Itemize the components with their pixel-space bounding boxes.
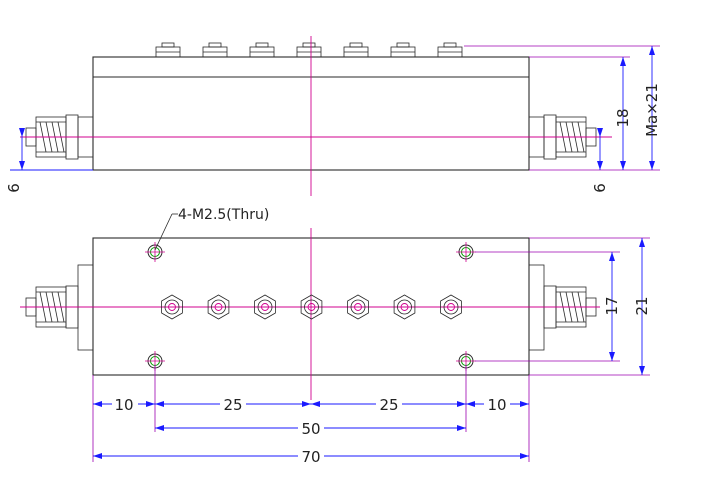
plan-tuning-screw [347,294,369,320]
plan-tuning-screw [300,294,323,320]
plan-tuning-screw [207,294,230,320]
side-tuning-screw [249,42,275,58]
dim-right-6: 6 [591,128,609,193]
dim-left-6-label: 6 [5,183,23,193]
plan-view-tuning-screws [161,294,462,320]
dim-10-right-label: 10 [487,396,506,414]
plan-tuning-screw [440,294,462,320]
side-tuning-screw [437,42,463,58]
dim-50-label: 50 [301,420,320,438]
mounting-holes [145,242,476,371]
dim-right-6-label: 6 [591,183,609,193]
dim-max21-label: Ma×21 [643,83,661,137]
plan-tuning-screw [161,294,183,320]
dim-21: 21 [633,238,651,375]
dim-max21: Ma×21 [643,46,661,170]
side-view: 6 6 18 Ma×21 [5,36,661,196]
dim-25-right-label: 25 [379,396,398,414]
mounting-hole [456,242,476,262]
plan-tuning-screw [393,294,416,320]
dim-row-1: 10 25 25 10 [93,396,529,414]
plan-left-connector [25,264,94,351]
plan-view: 4-M2.5(Thru) 17 21 [20,207,651,466]
dim-17-label: 17 [603,296,621,315]
dim-25-left-label: 25 [223,396,242,414]
side-tuning-screw [390,42,416,58]
side-tuning-screw [296,42,322,58]
side-tuning-screw [343,42,369,58]
dim-21-label: 21 [633,296,651,315]
side-tuning-screw [155,42,181,58]
dim-17: 17 [603,252,621,361]
hole-callout: 4-M2.5(Thru) [154,207,269,251]
side-view-tuning-screws [155,42,463,58]
plan-right-connector [528,264,597,351]
hole-note: 4-M2.5(Thru) [178,207,269,223]
dim-row-50: 50 [155,420,466,438]
dim-18-label: 18 [614,108,632,127]
plan-tuning-screw [254,294,276,320]
dim-left-6: 6 [5,128,93,193]
dim-18: 18 [614,57,632,170]
dim-70-label: 70 [301,448,320,466]
dim-row-70: 70 [93,448,529,466]
dim-10-left-label: 10 [114,396,133,414]
mounting-hole [145,242,165,262]
side-tuning-screw [202,42,228,58]
